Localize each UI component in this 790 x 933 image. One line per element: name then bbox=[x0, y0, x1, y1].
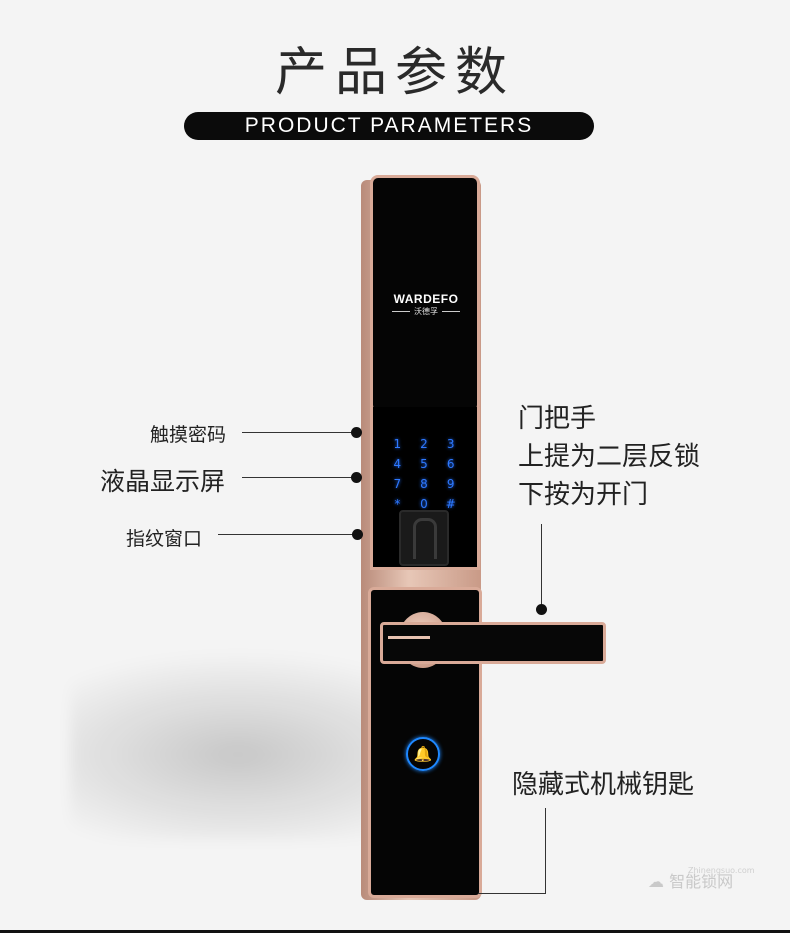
callout-dot bbox=[536, 604, 547, 615]
key-3: 3 bbox=[446, 437, 455, 451]
door-handle bbox=[380, 622, 606, 664]
key-0: 0 bbox=[420, 497, 428, 511]
callout-hidden-key: 隐藏式机械钥匙 bbox=[512, 770, 695, 800]
callout-dot bbox=[351, 472, 362, 483]
watermark-url: Zhinengsuo.com bbox=[688, 866, 755, 875]
watermark-text: 智能锁网 bbox=[669, 872, 734, 891]
fingerprint-sensor-icon bbox=[399, 510, 449, 566]
doorbell-icon: 🔔 bbox=[406, 737, 440, 771]
keypad-digits: 1 2 3 4 5 6 7 8 9 * 0 # bbox=[384, 436, 464, 511]
key-hash: # bbox=[445, 497, 456, 511]
callout-handle-down: 下按为开门 bbox=[518, 480, 649, 510]
key-9: 9 bbox=[446, 477, 455, 491]
bottom-divider bbox=[0, 930, 790, 933]
callout-line bbox=[242, 432, 357, 433]
callout-lcd-display: 液晶显示屏 bbox=[100, 467, 226, 496]
key-1: 1 bbox=[393, 437, 402, 451]
brand-logo-sub: 沃德孚 bbox=[386, 306, 466, 317]
callout-line bbox=[541, 524, 542, 610]
callout-line bbox=[218, 534, 358, 535]
key-5: 5 bbox=[420, 457, 428, 471]
key-star: * bbox=[394, 497, 401, 511]
cloud-icon: ☁ bbox=[648, 872, 664, 891]
callout-dot bbox=[352, 529, 363, 540]
brand-logo: WARDEFO bbox=[393, 292, 459, 306]
callout-handle-up: 上提为二层反锁 bbox=[518, 442, 701, 472]
subtitle-banner: PRODUCT PARAMETERS bbox=[184, 112, 594, 140]
callout-touch-password: 触摸密码 bbox=[150, 424, 227, 446]
callout-line bbox=[242, 477, 357, 478]
callout-line bbox=[478, 893, 546, 894]
callout-fingerprint-window: 指纹窗口 bbox=[126, 528, 203, 550]
key-8: 8 bbox=[420, 477, 428, 491]
key-7: 7 bbox=[393, 477, 402, 491]
lock-upper-panel bbox=[370, 175, 480, 413]
key-6: 6 bbox=[446, 457, 455, 471]
key-2: 2 bbox=[420, 437, 428, 451]
watermark-logo: ☁ 智能锁网 bbox=[648, 868, 733, 892]
subtitle-text: PRODUCT PARAMETERS bbox=[244, 114, 534, 137]
handle-accent bbox=[388, 636, 430, 639]
key-4: 4 bbox=[393, 457, 402, 471]
callout-dot bbox=[351, 427, 362, 438]
callout-handle-title: 门把手 bbox=[518, 404, 597, 434]
callout-line bbox=[545, 808, 546, 894]
page-title: 产品参数 bbox=[274, 43, 515, 103]
